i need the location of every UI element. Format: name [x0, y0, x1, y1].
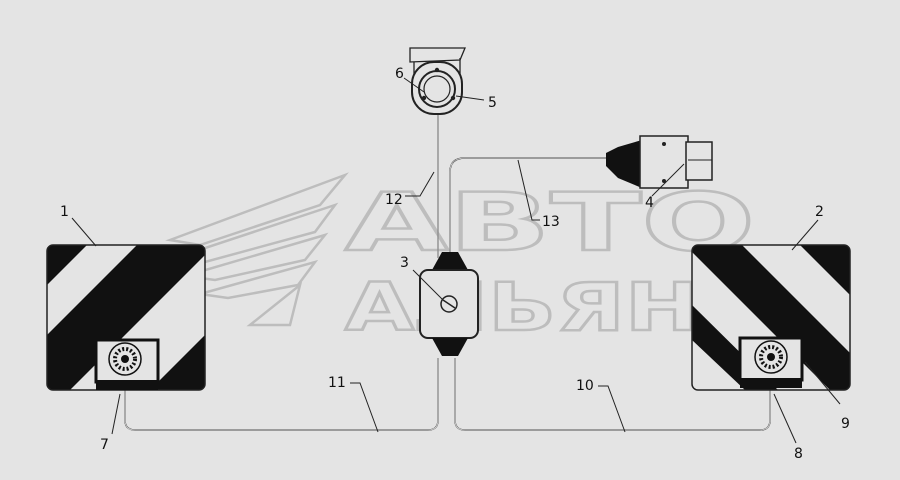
callout-4: 4 [645, 195, 654, 211]
callout-10: 10 [576, 378, 594, 394]
plug-connector [606, 135, 713, 189]
callout-3: 3 [400, 255, 409, 271]
right-warning-panel [691, 244, 851, 391]
watermark-line1: АВТО [345, 176, 755, 269]
callout-2: 2 [815, 204, 824, 220]
callout-7: 7 [100, 437, 109, 453]
left-warning-panel [46, 244, 206, 391]
callout-5: 5 [488, 95, 497, 111]
callout-9: 9 [841, 416, 850, 432]
wire-harness [124, 115, 771, 431]
callout-1: 1 [60, 204, 69, 220]
callout-12: 12 [385, 192, 403, 208]
top-lamp [409, 47, 466, 115]
callout-11: 11 [328, 375, 346, 391]
leader-lines [71, 77, 841, 444]
callout-8: 8 [794, 446, 803, 462]
callout-13: 13 [542, 214, 560, 230]
callout-6: 6 [395, 66, 404, 82]
callout-labels: 1 2 3 4 5 6 7 8 9 10 11 12 13 [60, 66, 850, 462]
junction-box [419, 252, 479, 356]
